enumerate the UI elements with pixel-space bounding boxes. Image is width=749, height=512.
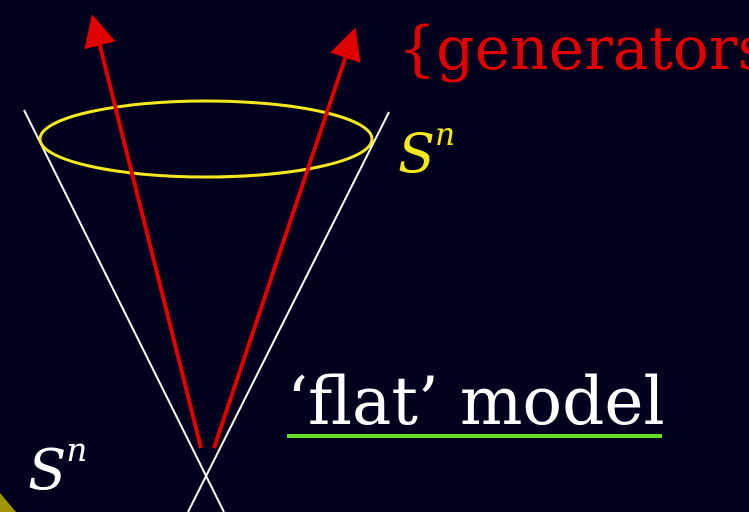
generators-label: {generators} xyxy=(398,14,749,84)
cone-line-left xyxy=(23,109,225,512)
model-label: ‘flat’ model xyxy=(287,364,665,440)
sphere-bottom-base: S xyxy=(28,438,67,503)
top-sphere-ellipse xyxy=(38,99,374,179)
model-text: ‘flat’ model xyxy=(287,363,665,440)
generator-arrow-right xyxy=(212,27,361,449)
generator-arrow-left xyxy=(84,14,203,449)
cone-line-right xyxy=(187,111,390,512)
sphere-bottom-exponent: n xyxy=(66,431,88,470)
sphere-top-base: S xyxy=(398,122,435,185)
sphere-top-exponent: n xyxy=(435,117,456,154)
corner-mark xyxy=(0,493,16,512)
sphere-bottom-label: Sn xyxy=(28,431,87,511)
sphere-top-label: Sn xyxy=(398,117,455,194)
generators-text: {generators} xyxy=(398,14,749,84)
